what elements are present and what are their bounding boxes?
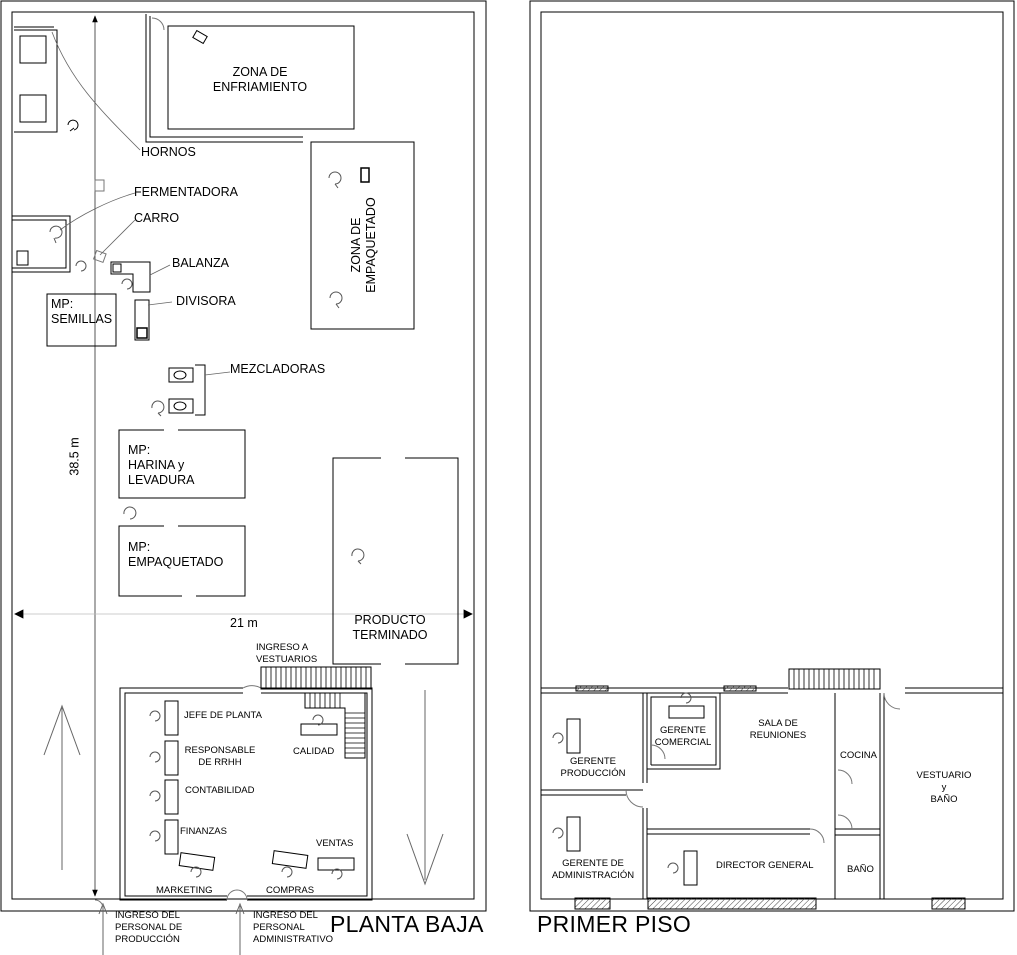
producto-terminado-box xyxy=(332,457,459,665)
label-zona-enfriamiento: ZONA DE ENFRIAMIENTO xyxy=(212,65,308,94)
label-finanzas: FINANZAS xyxy=(180,826,227,837)
label-mp-harina: MP: HARINA y LEVADURA xyxy=(128,443,195,487)
label-gerente-produccion: GERENTE PRODUCCIÓN xyxy=(560,756,626,779)
label-contabilidad: CONTABILIDAD xyxy=(185,785,255,796)
mp-empaquetado-box xyxy=(118,525,246,597)
entry-arrows xyxy=(94,899,245,955)
label-ventas: VENTAS xyxy=(316,838,354,849)
title-primer-piso: PRIMER PISO xyxy=(537,911,692,937)
windows xyxy=(574,685,966,910)
label-cocina: COCINA xyxy=(840,750,877,761)
mp-harina-box xyxy=(118,429,246,520)
label-compras: COMPRAS xyxy=(266,885,315,896)
label-marketing: MARKETING xyxy=(156,885,213,896)
leader-lines xyxy=(51,31,231,376)
label-calidad: CALIDAD xyxy=(293,746,335,757)
label-fermentadora: FERMENTADORA xyxy=(134,185,238,199)
enfriamiento-walls xyxy=(145,14,355,143)
fermentadora-area xyxy=(12,179,107,273)
label-jefe-planta: JEFE DE PLANTA xyxy=(184,710,262,721)
label-responsable-rrhh: RESPONSABLE DE RRHH xyxy=(184,745,256,768)
hornos-area xyxy=(14,26,79,133)
label-ingreso-administrativo: INGRESO DEL PERSONAL ADMINISTRATIVO xyxy=(253,910,334,945)
label-divisora: DIVISORA xyxy=(176,294,236,308)
width-dimension xyxy=(14,609,473,619)
label-height-dimension: 38.5 m xyxy=(67,437,82,476)
label-director-general: DIRECTOR GENERAL xyxy=(716,860,814,871)
mezcladoras-area xyxy=(151,364,206,417)
label-hornos: HORNOS xyxy=(141,145,196,159)
title-planta-baja: PLANTA BAJA xyxy=(330,911,484,937)
label-zona-empaquetado: ZONA DE EMPAQUETADO xyxy=(349,197,378,293)
label-mp-semillas: MP: SEMILLAS xyxy=(51,297,113,326)
ground-floor-outline xyxy=(0,0,487,912)
admin-block xyxy=(119,666,373,901)
balanza-divisora xyxy=(110,261,151,341)
zona-empaquetado-box xyxy=(310,141,415,330)
label-mp-empaquetado: MP: EMPAQUETADO xyxy=(128,540,224,569)
label-vestuario-bano: VESTUARIO y BAÑO xyxy=(916,770,972,805)
mp-semillas-box xyxy=(46,293,117,347)
label-gerente-comercial: GERENTE COMERCIAL xyxy=(654,725,712,748)
label-ingreso-produccion: INGRESO DEL PERSONAL DE PRODUCCIÓN xyxy=(115,910,183,945)
label-carro: CARRO xyxy=(134,211,180,225)
label-producto-terminado: PRODUCTO TERMINADO xyxy=(352,613,428,642)
label-mezcladoras: MEZCLADORAS xyxy=(230,362,326,376)
label-bano: BAÑO xyxy=(847,864,874,875)
label-ingreso-vestuarios: INGRESO A VESTUARIOS xyxy=(256,642,318,665)
label-balanza: BALANZA xyxy=(172,256,229,270)
label-gerente-administracion: GERENTE DE ADMINISTRACIÓN xyxy=(551,858,635,881)
label-sala-reuniones: SALA DE REUNIONES xyxy=(749,718,807,741)
flow-arrows xyxy=(43,690,444,886)
label-width-dimension: 21 m xyxy=(230,616,258,630)
